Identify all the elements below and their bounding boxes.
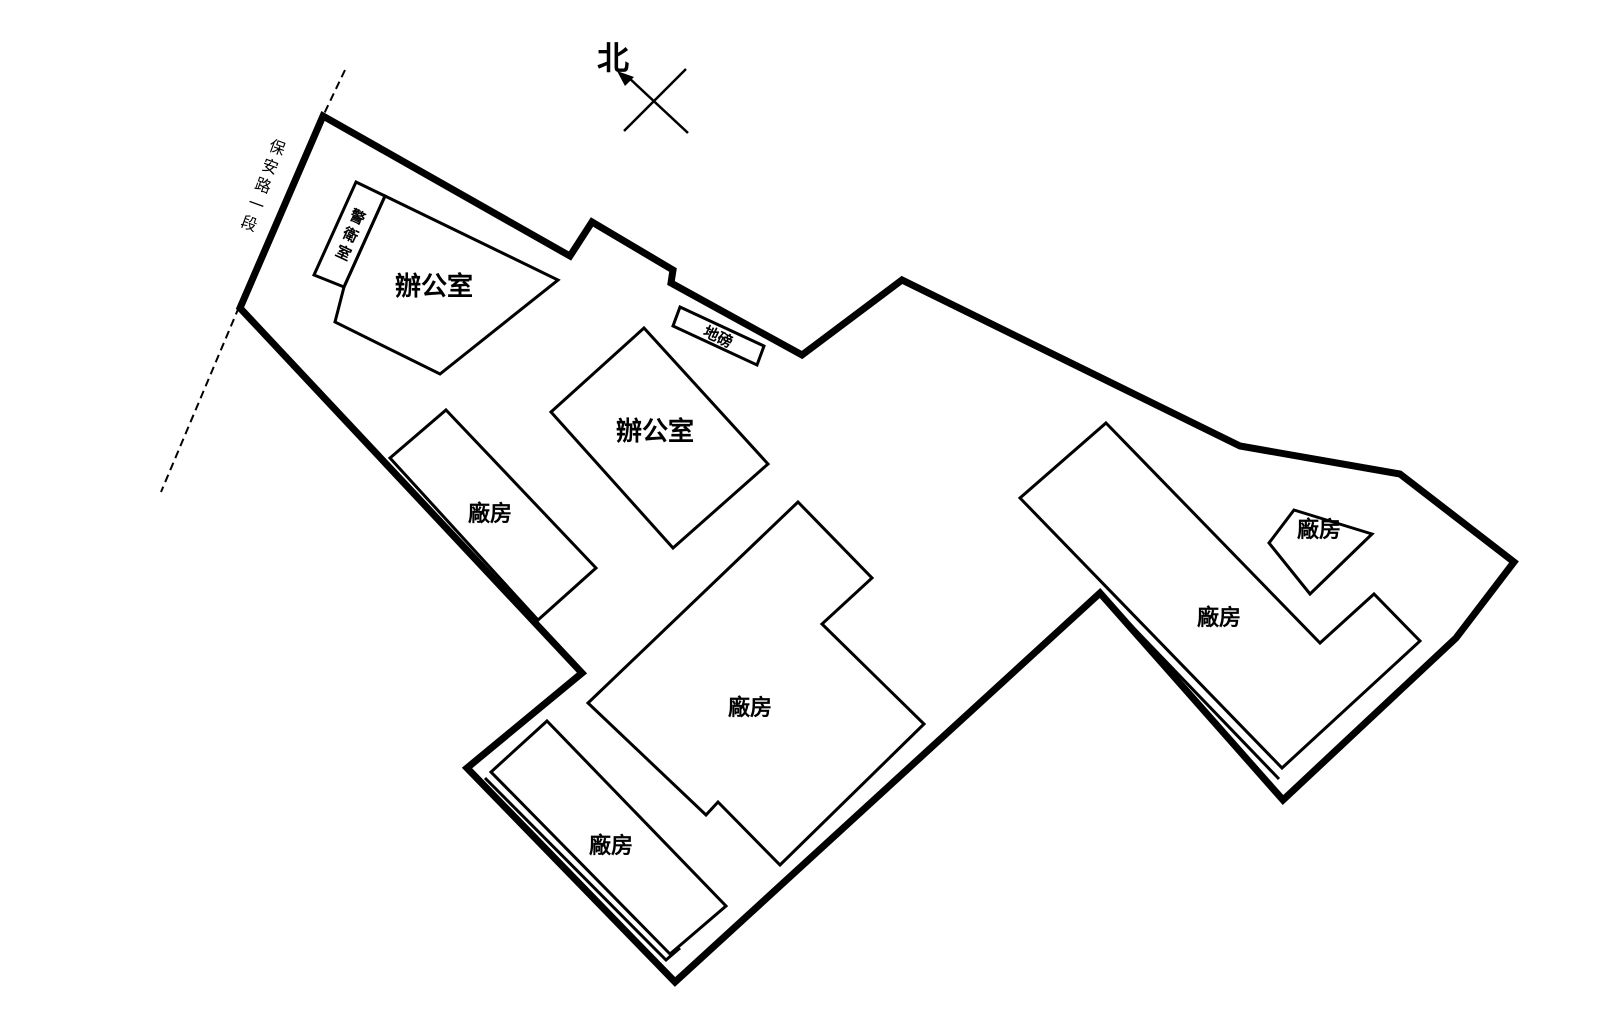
road-label-3: 路 <box>252 174 274 197</box>
guard-room-label-3: 室 <box>333 242 354 265</box>
road-line-north <box>322 69 346 117</box>
guard-room-label-1: 警 <box>346 205 368 228</box>
factory-west: 廠房 <box>387 407 599 623</box>
office-2: 辦公室 <box>548 325 771 551</box>
office-1-label: 辦公室 <box>395 271 473 302</box>
north-label: 北 <box>597 39 629 77</box>
road-label-5: 段 <box>238 212 260 235</box>
compass-ns-line <box>627 76 689 134</box>
office-2-outline <box>548 325 771 551</box>
factory-west-outline <box>387 407 599 623</box>
factory-center-label: 廠房 <box>728 695 772 721</box>
factory-south-label: 廠房 <box>589 833 633 859</box>
weighbridge-outline <box>671 304 766 368</box>
weighbridge: 地磅 <box>671 304 766 368</box>
factory-east-label: 廠房 <box>1197 605 1241 631</box>
factory-south: 廠房 <box>483 718 729 963</box>
office-1: 辦公室 <box>333 193 561 376</box>
factory-east-small-outline <box>1267 508 1375 597</box>
office-2-label: 辦公室 <box>616 416 694 447</box>
road-label-4: 一 <box>245 193 267 216</box>
factory-east-small: 廠房 <box>1267 508 1375 597</box>
factory-east-inner-edge <box>1098 591 1281 781</box>
factory-south-outline <box>488 718 729 957</box>
factory-center: 廠房 <box>585 499 927 868</box>
factory-center-outline <box>585 499 927 868</box>
compass-ew-line <box>623 68 687 132</box>
factory-east-small-label: 廠房 <box>1297 517 1341 543</box>
road-line-south <box>160 306 240 493</box>
compass: 北 <box>597 39 689 134</box>
factory-east-outline <box>1017 420 1423 771</box>
compass-arrow-icon <box>617 71 634 86</box>
factory-east: 廠房 <box>1017 420 1423 781</box>
factory-west-label: 廠房 <box>468 501 512 527</box>
road-label-1: 保 <box>266 136 288 159</box>
office-1-outline <box>333 193 561 376</box>
road-label-2: 安 <box>259 155 281 178</box>
guard-room-label-2: 衛 <box>339 223 361 246</box>
factory-south-inner-edge <box>483 776 681 963</box>
road: 保 安 路 一 段 <box>160 69 346 493</box>
site-boundary <box>235 111 1519 987</box>
